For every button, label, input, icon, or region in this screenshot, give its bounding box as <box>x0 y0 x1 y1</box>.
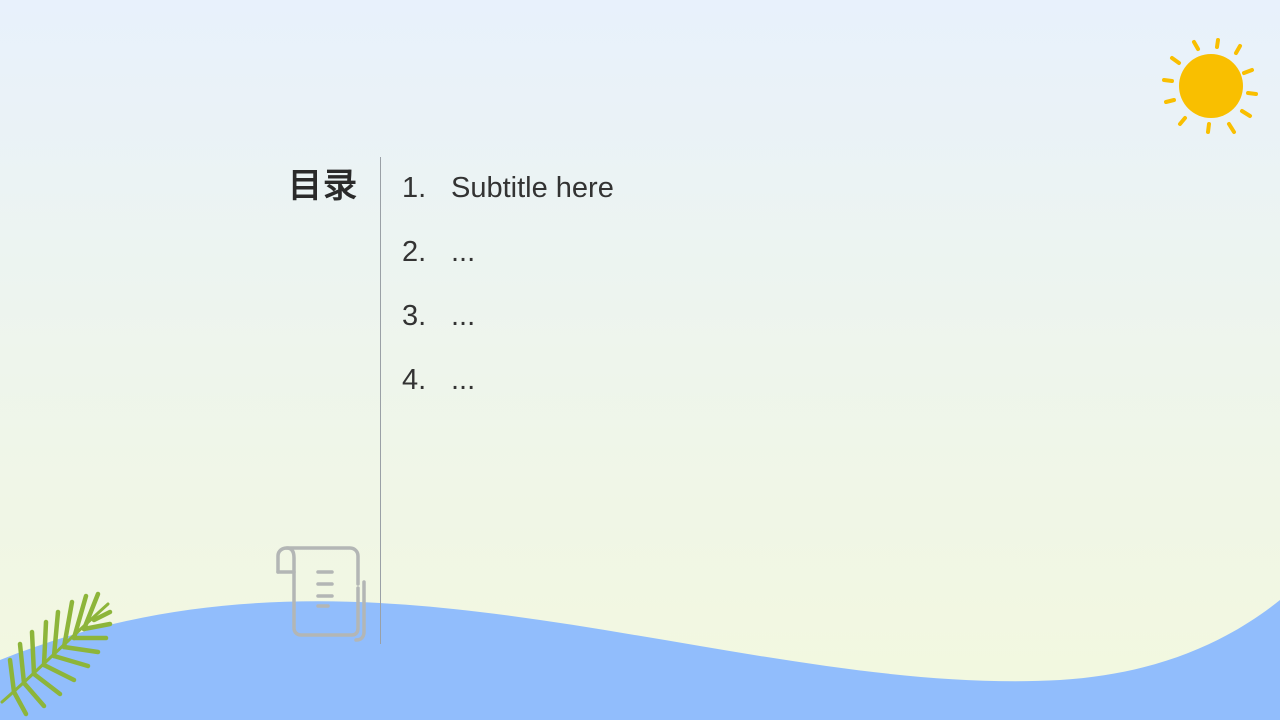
palm-leaf-icon <box>0 591 113 717</box>
toc-list: 1. Subtitle here 2. ... 3. ... 4. ... <box>402 164 614 420</box>
toc-item-label: ... <box>451 300 476 332</box>
toc-item-number: 4. <box>402 364 427 396</box>
toc-item[interactable]: 4. ... <box>402 356 614 420</box>
toc-title: 目录 <box>288 166 358 206</box>
toc-item-number: 3. <box>402 300 427 332</box>
toc-item-label: ... <box>451 364 476 396</box>
toc-item[interactable]: 1. Subtitle here <box>402 164 614 228</box>
vertical-divider <box>380 157 381 644</box>
wave-shape <box>0 600 1280 720</box>
toc-item-number: 1. <box>402 172 427 204</box>
sun-icon <box>1162 38 1258 134</box>
toc-item-label: ... <box>451 236 476 268</box>
scroll-document-icon <box>276 546 366 642</box>
toc-item[interactable]: 2. ... <box>402 228 614 292</box>
toc-item-label: Subtitle here <box>451 172 614 204</box>
toc-item-number: 2. <box>402 236 427 268</box>
toc-item[interactable]: 3. ... <box>402 292 614 356</box>
